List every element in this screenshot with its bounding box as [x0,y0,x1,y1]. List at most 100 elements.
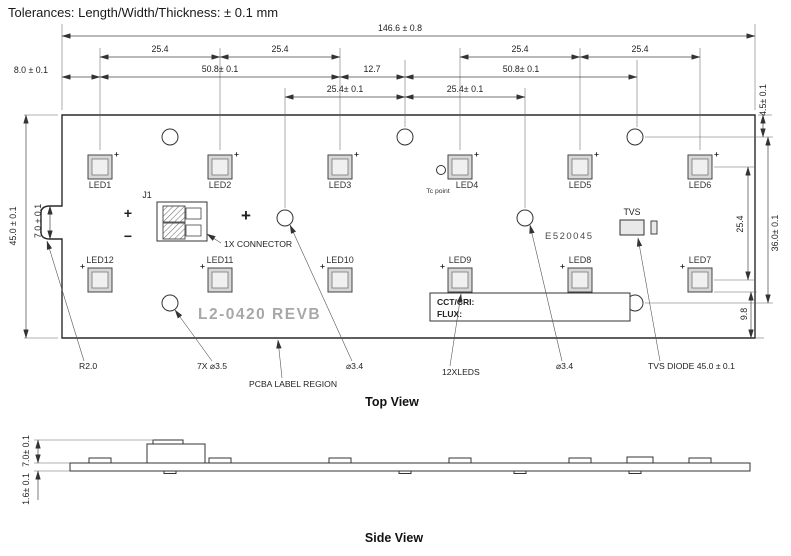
callout-hole-b: ⌀3.4 [556,361,573,371]
led-footprint: + LED3 [327,149,359,190]
callouts: 1X CONNECTOR R2.0 7X ⌀3.5 PCBA LABEL REG… [46,224,735,389]
led-label: LED7 [689,255,712,265]
side-profile-pad [513,470,527,474]
connector-pad [162,205,186,223]
led-polarity-mark: + [114,149,119,159]
led-polarity-mark: + [594,149,599,159]
callout-mounting-holes: 7X ⌀3.5 [197,361,227,371]
dim-tab-height: 7.0 ± 0.1 [33,204,43,238]
led-label: LED11 [207,255,234,265]
dim-pitch: 25.4 [151,44,168,54]
led-polarity-mark: + [200,261,205,271]
led-polarity-mark: + [714,149,719,159]
led-label: LED1 [89,180,112,190]
dim-pitch: 25.4 [271,44,288,54]
side-profile-pad [398,470,412,474]
led-footprint: + LED6 [687,149,719,190]
mounting-hole [276,209,294,227]
led-row-bottom: + LED7 + LED8 + LED9 + LED10 + LED11 + L… [80,255,713,293]
side-profile-board [69,462,751,472]
side-view-label: Side View [365,531,423,545]
led-label: LED4 [456,180,479,190]
side-profile-pad [628,470,642,474]
led-polarity-mark: + [680,261,685,271]
side-profile-connector-latch [152,439,184,445]
polarity-minus: − [124,228,132,244]
label-region-box [429,292,631,322]
dim-side-thickness: 1.6± 0.1 [21,473,31,505]
side-profile-pad [163,470,177,474]
led-footprint: + LED12 [80,255,114,293]
side-profile-led [208,457,232,464]
led-polarity-mark: + [234,149,239,159]
dim-pitch: 25.4 [631,44,648,54]
dim-overall-height: 45.0 ± 0.1 [8,206,18,245]
led-polarity-mark: + [320,261,325,271]
polarity-plus: + [124,205,132,221]
callout-tvs: TVS DIODE 45.0 ± 0.1 [648,361,735,371]
connector-tab [185,207,202,220]
top-view-label: Top View [365,395,419,409]
side-view: 7.0± 0.1 1.6± 0.1 [21,435,751,505]
led-label: LED5 [569,180,592,190]
connector-tab [185,224,202,237]
side-profile-led [568,457,592,464]
led-footprint: + LED9 [440,255,473,293]
connector-j1: J1 + − + [124,190,251,244]
dimensions: 146.6 ± 0.8 25.4 25.4 25.4 25.4 8.0 ± 0.… [8,23,780,339]
polarity-plus-secondary: + [241,206,251,225]
tolerance-note: Tolerances: Length/Width/Thickness: ± 0.… [8,5,278,20]
led-label: LED9 [449,255,472,265]
side-profile-led [328,457,352,464]
side-profile-led [688,457,712,464]
mounting-hole [626,128,644,146]
callout-leds: 12XLEDS [442,367,480,377]
dim-pitch-tol: 25.4± 0.1 [327,84,364,94]
connector-pad [162,222,186,240]
led-polarity-mark: + [474,149,479,159]
dim-half-pitch: 12.7 [363,64,380,74]
dim-edge-offset: 8.0 ± 0.1 [14,65,48,75]
led-polarity-mark: + [560,261,565,271]
led-footprint: + LED10 [320,255,354,293]
side-profile-led [88,457,112,464]
dim-overall-width: 146.6 ± 0.8 [378,23,422,33]
led-polarity-mark: + [80,261,85,271]
led-label: LED3 [329,180,352,190]
side-profile-connector [146,443,206,464]
silkscreen-part-number: L2-0420 REVB [198,306,321,323]
side-profile-led [448,457,472,464]
led-footprint: + LED8 [560,255,593,293]
led-footprint: + LED2 [207,149,239,190]
side-profile-tvs [626,456,654,464]
mounting-hole [396,128,414,146]
board-code: E520045 [545,231,594,242]
tvs-terminal [650,220,658,235]
dim-side-height: 7.0± 0.1 [21,435,31,467]
led-footprint: + LED4 [447,149,479,190]
board-outline [40,114,756,339]
callout-label-region: PCBA LABEL REGION [249,379,337,389]
led-polarity-mark: + [440,261,445,271]
led-footprint: + LED11 [200,255,234,293]
callout-radius: R2.0 [79,361,97,371]
label-region-flux: FLUX: [437,309,462,319]
dim-row-pitch: 25.4 [735,215,745,232]
led-label: LED8 [569,255,592,265]
mounting-hole [161,294,179,312]
label-region: CCT/CRI: FLUX: [429,292,631,322]
led-footprint: + LED1 [87,149,119,190]
dim-hole-span: 36.0± 0.1 [770,215,780,252]
mounting-holes [161,128,644,312]
tc-point-label: Tc point [426,188,450,195]
led-row-top: + LED1 + LED2 + LED3 + LED4 + LED5 + LED… [87,149,719,190]
connector-ref: J1 [142,190,151,200]
led-label: LED6 [689,180,712,190]
led-label: LED10 [326,255,354,265]
label-region-cct: CCT/CRI: [437,297,474,307]
tvs-component: TVS [619,207,658,236]
dim-pitch-tol: 25.4± 0.1 [447,84,484,94]
tc-point-marker [436,165,446,175]
